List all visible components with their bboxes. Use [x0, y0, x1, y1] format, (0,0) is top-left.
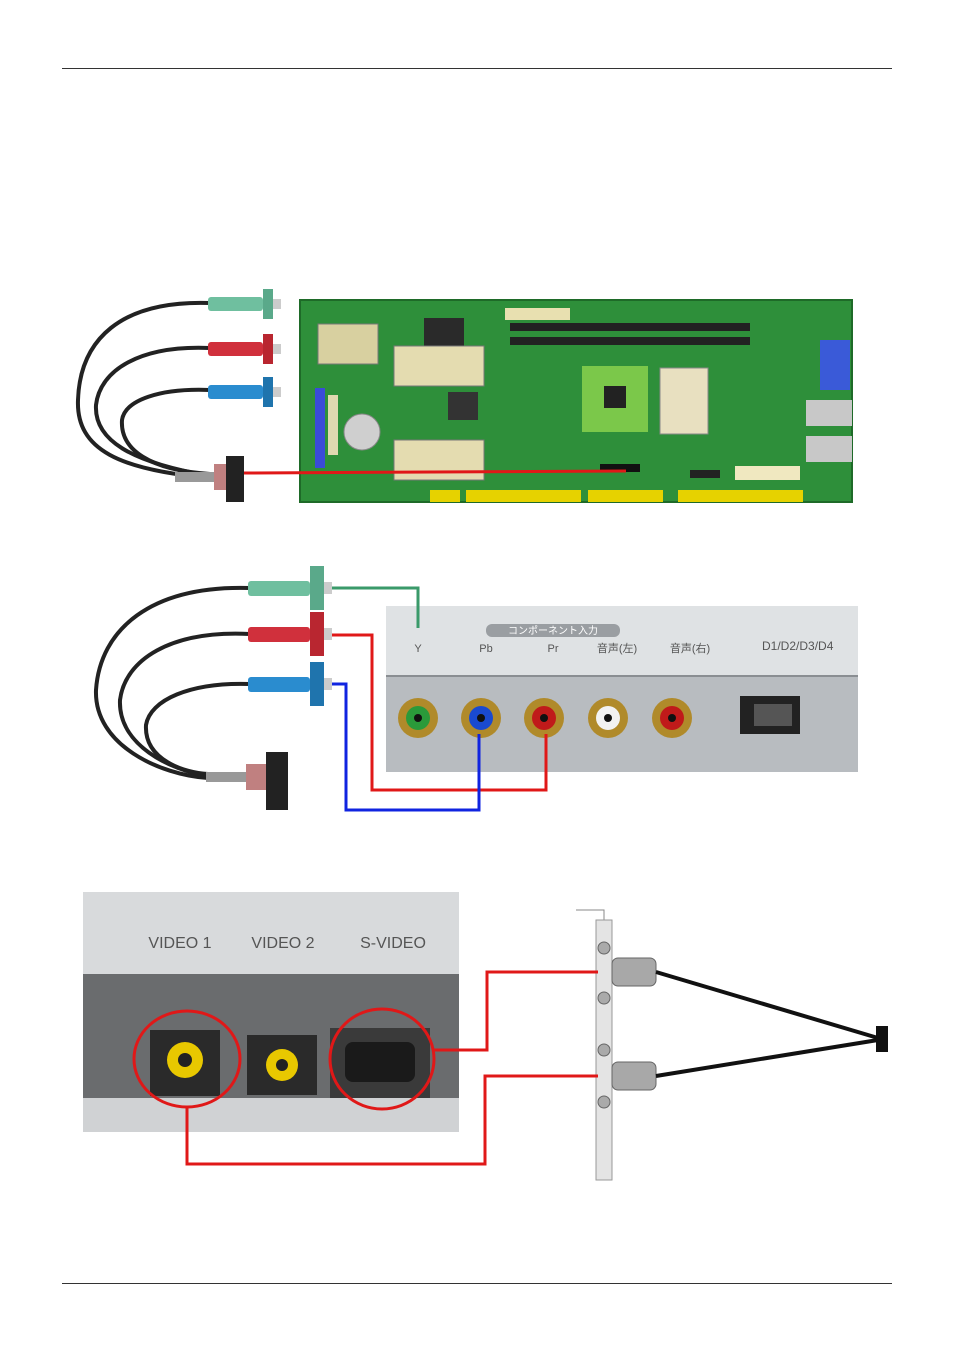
connection-line-header [243, 469, 627, 475]
device-panel-photo: コンポーネント入力 Y Pb Pr 音声(左) 音声(右) D1/D2/D3/D… [386, 606, 858, 772]
jack-label-audio-right: 音声(右) [670, 641, 710, 655]
jack-label-y: Y [414, 643, 422, 655]
jack-video-2 [247, 1035, 317, 1095]
cable-wires [75, 300, 211, 480]
connection-line-blue [332, 682, 481, 812]
connection-line-s-video [434, 970, 598, 1052]
panel-label-d-terminal: D1/D2/D3/D4 [762, 639, 834, 653]
label-s-video: S-VIDEO [360, 935, 426, 952]
footer-rule [62, 1283, 892, 1284]
jack-y-green [398, 698, 438, 738]
figure-3-video-connection: VIDEO 1 VIDEO 2 S-VIDEO [83, 892, 888, 1182]
connection-line-video-1 [185, 1074, 598, 1166]
connection-line-green [332, 586, 420, 628]
rca-plug-blue [208, 377, 281, 407]
rca-plug-red [248, 612, 332, 656]
jack-audio-right-red [652, 698, 692, 738]
jack-pb-blue [461, 698, 501, 738]
highlight-circle-s-video [328, 1007, 436, 1111]
jack-label-audio-left: 音声(左) [597, 641, 637, 655]
jack-video-1 [150, 1030, 220, 1096]
figure-2-component-connection: コンポーネント入力 Y Pb Pr 音声(左) 音声(右) D1/D2/D3/D… [93, 566, 858, 812]
label-video-1: VIDEO 1 [148, 935, 211, 952]
header-connector [206, 752, 288, 810]
rca-plug-green [208, 289, 281, 319]
jack-label-pb: Pb [479, 643, 492, 655]
jack-label-pr: Pr [548, 643, 559, 655]
bracket-photo [576, 906, 888, 1182]
header-rule [62, 68, 892, 69]
rca-plug-red [208, 334, 281, 364]
connection-line-red [332, 633, 548, 792]
component-section-title: コンポーネント入力 [508, 624, 598, 637]
figure-1-motherboard-connection [75, 289, 853, 503]
jack-s-video [330, 1028, 430, 1098]
d-terminal-port [740, 696, 800, 734]
rca-plug-green [248, 566, 332, 610]
header-connector [175, 456, 244, 502]
cable-wires [93, 585, 251, 780]
motherboard [299, 299, 853, 503]
jack-pr-red [524, 698, 564, 738]
rca-plug-blue [248, 662, 332, 706]
label-video-2: VIDEO 2 [251, 935, 314, 952]
jack-audio-left-white [588, 698, 628, 738]
